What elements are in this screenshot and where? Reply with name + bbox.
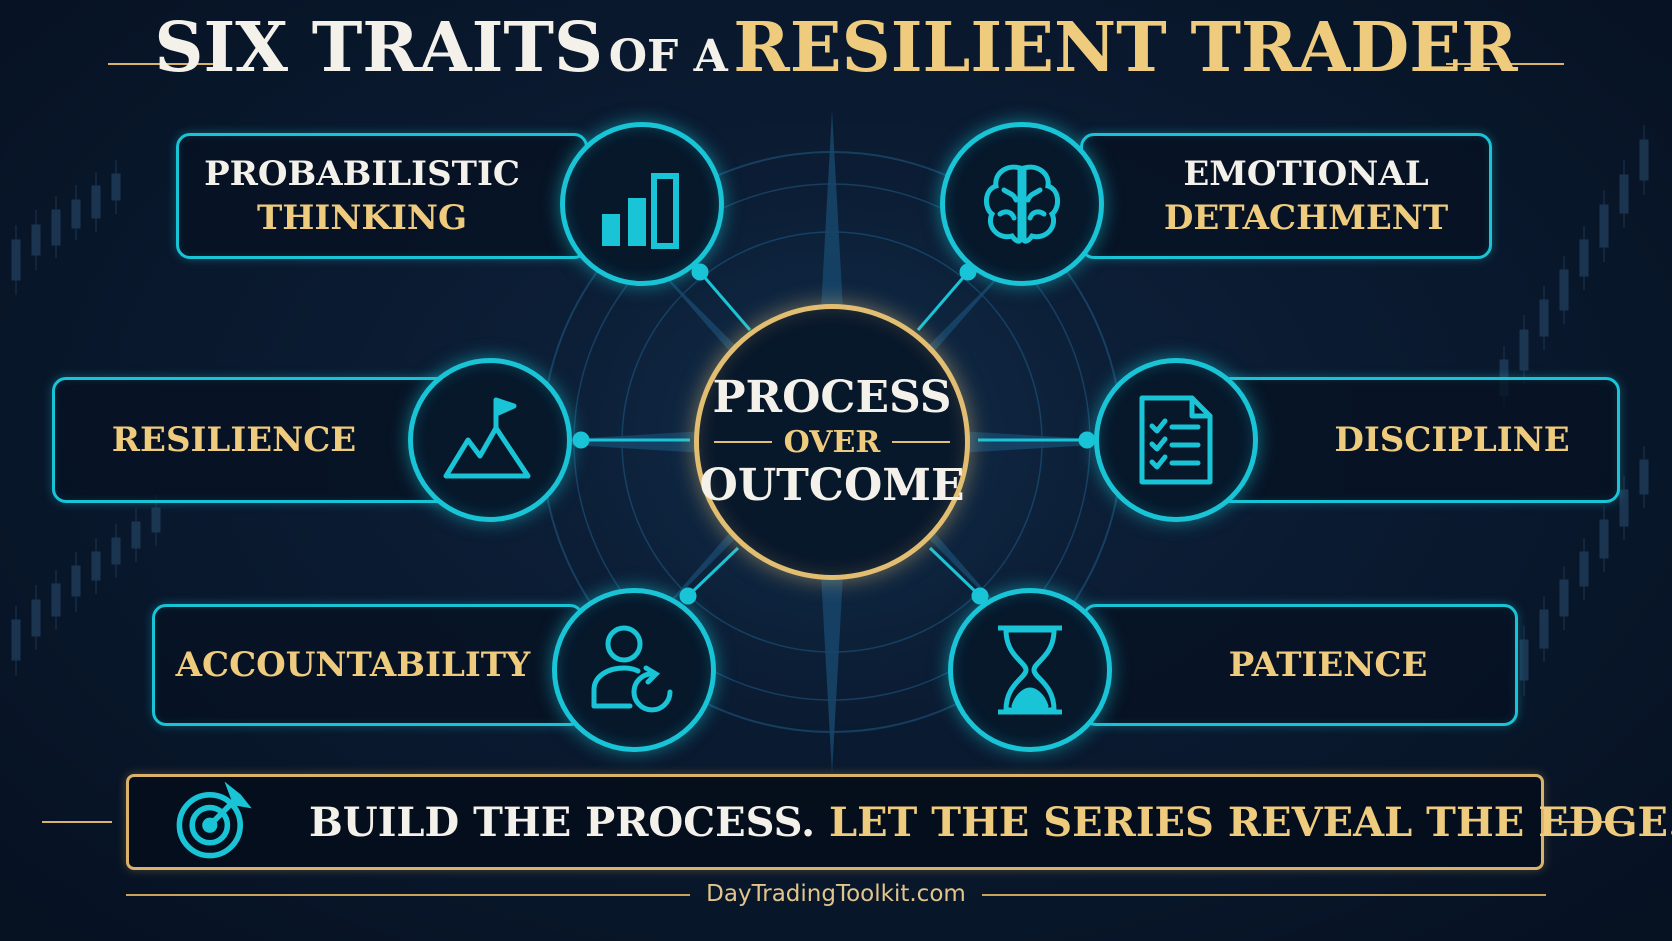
trait-label: ACCOUNTABILITY [176, 643, 531, 687]
footer-rule-right [982, 894, 1546, 896]
trait-label: PATIENCE [1229, 643, 1428, 687]
trait-icon-circle-discipline [1094, 358, 1258, 522]
title-part-2: OF A [608, 31, 728, 82]
center-line-2-row: OVER [713, 424, 951, 460]
bar-chart-icon [602, 173, 679, 249]
tagline-part-1: BUILD THE PROCESS. [309, 798, 815, 846]
trait-box-resilience: RESILIENCE [52, 377, 452, 503]
brain-icon [984, 164, 1060, 244]
banner-rule-left [42, 821, 112, 823]
candlestick-pattern-left [11, 160, 161, 676]
title-rule-right [1446, 63, 1564, 65]
tagline-text: BUILD THE PROCESS. LET THE SERIES REVEAL… [309, 799, 1672, 846]
title-rule-left [108, 63, 224, 65]
trait-icon-circle-emotional-detachment [940, 122, 1104, 286]
target-icon [176, 782, 252, 859]
trait-box-probabilistic-thinking: PROBABILISTIC THINKING [176, 133, 588, 259]
center-divider-right [892, 441, 951, 443]
trait-label-line-1: RESILIENCE [111, 419, 357, 460]
center-hub: PROCESS OVER OUTCOME [694, 304, 970, 580]
center-line-2: OVER [783, 424, 881, 460]
tagline-part-2: LET THE SERIES REVEAL THE EDGE. [828, 798, 1672, 846]
trait-label-line-1: DISCIPLINE [1334, 419, 1570, 460]
footer-website: DayTradingToolkit.com [706, 881, 966, 907]
trait-box-patience: PATIENCE [1082, 604, 1518, 726]
connector-lines [572, 263, 1096, 605]
trait-label-line-1: ACCOUNTABILITY [175, 644, 531, 685]
banner-rule-right [1560, 821, 1630, 823]
trait-box-accountability: ACCOUNTABILITY [152, 604, 584, 726]
trait-label: RESILIENCE [112, 418, 356, 462]
trait-label-line-2: DETACHMENT [1163, 198, 1449, 238]
mountain-flag-icon [443, 397, 531, 479]
trait-label: PROBABILISTIC THINKING [204, 152, 520, 240]
trait-icon-circle-probabilistic-thinking [560, 122, 724, 286]
person-cycle-icon [591, 625, 673, 713]
target-icon-wrap [173, 777, 253, 867]
title-part-1: SIX TRAITS [154, 8, 604, 88]
page-title: SIX TRAITS OF A RESILIENT TRADER [0, 14, 1672, 82]
checklist-icon [1139, 395, 1213, 485]
trait-label-line-2: THINKING [257, 198, 467, 238]
title-part-3: RESILIENT TRADER [733, 8, 1518, 88]
center-divider-left [713, 441, 772, 443]
trait-icon-circle-patience [948, 588, 1112, 752]
footer-rule-left [126, 894, 690, 896]
trait-label: EMOTIONAL DETACHMENT [1164, 152, 1448, 240]
trait-label-line-1: PROBABILISTIC [204, 153, 520, 194]
trait-label: DISCIPLINE [1334, 418, 1569, 462]
trait-box-emotional-detachment: EMOTIONAL DETACHMENT [1080, 133, 1492, 259]
trait-icon-circle-resilience [408, 358, 572, 522]
trait-label-line-1: PATIENCE [1228, 644, 1428, 685]
center-line-3: OUTCOME [699, 459, 965, 511]
trait-icon-circle-accountability [552, 588, 716, 752]
hourglass-icon [998, 625, 1062, 715]
tagline-banner: BUILD THE PROCESS. LET THE SERIES REVEAL… [126, 774, 1672, 870]
trait-label-line-1: EMOTIONAL [1183, 153, 1429, 194]
center-line-1: PROCESS [712, 372, 952, 424]
trait-box-discipline: DISCIPLINE [1216, 377, 1620, 503]
